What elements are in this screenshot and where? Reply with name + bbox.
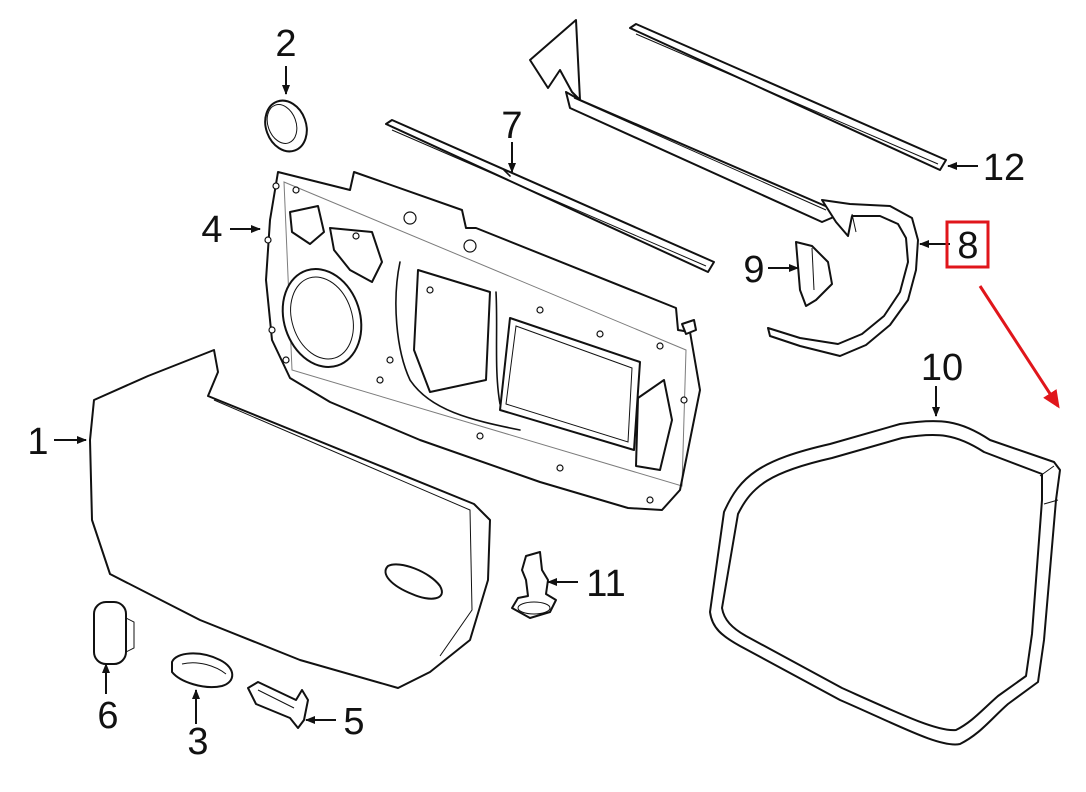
callout-labels: 2 4 7 12 8 9 10 1 11 6 3 5 [27, 23, 1025, 763]
callout-5: 5 [343, 701, 364, 743]
callout-8-highlight [945, 220, 1060, 409]
callout-1: 1 [27, 421, 48, 463]
part-10-door-weatherstrip [709, 420, 1061, 746]
callout-7: 7 [501, 105, 522, 147]
part-6-bumper [93, 601, 135, 665]
callout-6: 6 [97, 695, 118, 737]
callout-2: 2 [275, 23, 296, 65]
part-9-mirror-patch [795, 241, 833, 307]
highlight-box [945, 220, 990, 269]
part-7-inner-belt-seal [385, 119, 715, 273]
callout-9: 9 [743, 249, 764, 291]
part-8-window-channel [529, 19, 919, 357]
part-1-door-shell [89, 349, 491, 689]
part-4-door-inner-panel [264, 171, 701, 511]
part-3-oval-plug [171, 652, 234, 688]
leader-lines [54, 66, 978, 724]
callout-12: 12 [983, 147, 1025, 189]
callout-4: 4 [201, 209, 222, 251]
part-12-outer-belt-molding [629, 23, 947, 171]
part-2-plug [264, 99, 308, 153]
highlight-arrow [978, 285, 1060, 409]
callout-8: 8 [957, 225, 978, 267]
callout-3: 3 [187, 721, 208, 763]
callout-10: 10 [921, 347, 963, 389]
part-11-striker-pin [511, 551, 557, 619]
callout-11: 11 [586, 563, 625, 605]
part-5-clip [247, 681, 309, 729]
